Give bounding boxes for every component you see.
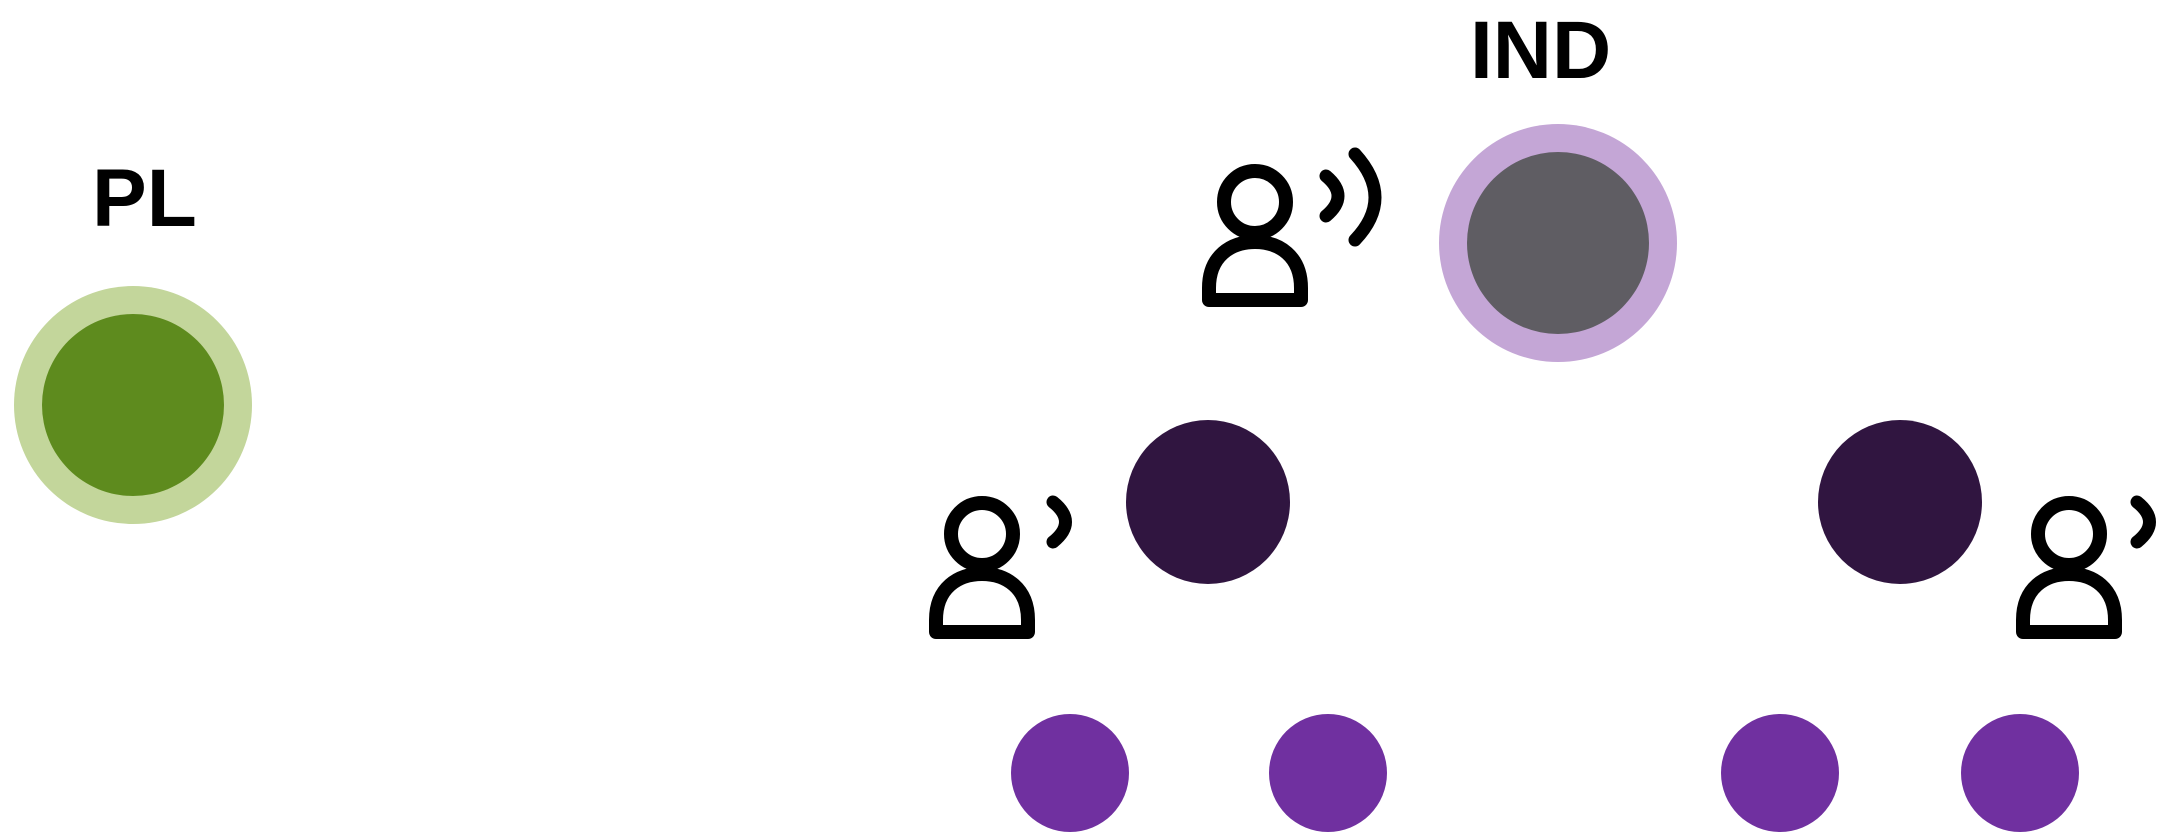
sound-wave-inner-icon <box>1319 169 1345 223</box>
person-icon <box>1209 171 1301 300</box>
person-icon-right <box>2023 503 2115 632</box>
ind-node-core <box>1467 152 1649 334</box>
small-node-2 <box>1269 714 1387 832</box>
pl-node-core <box>42 314 224 496</box>
ind-label: IND <box>1470 5 1611 96</box>
sound-wave-outer-icon <box>1348 147 1382 247</box>
ind-node <box>1439 124 1677 362</box>
small-node-4 <box>1961 714 2079 832</box>
dark-node-right <box>1818 420 1982 584</box>
speaker-icon-left <box>936 495 1072 632</box>
speaker-icon <box>1209 147 1382 300</box>
dark-node-left <box>1126 420 1290 584</box>
small-node-1 <box>1011 714 1129 832</box>
pl-label: PL <box>92 153 197 244</box>
speaker-icon-right <box>2023 495 2156 632</box>
sound-wave-right-icon <box>2130 495 2156 549</box>
sound-wave-left-icon <box>1046 495 1072 549</box>
pl-node <box>14 286 252 524</box>
person-icon-left <box>936 503 1028 632</box>
small-node-3 <box>1721 714 1839 832</box>
